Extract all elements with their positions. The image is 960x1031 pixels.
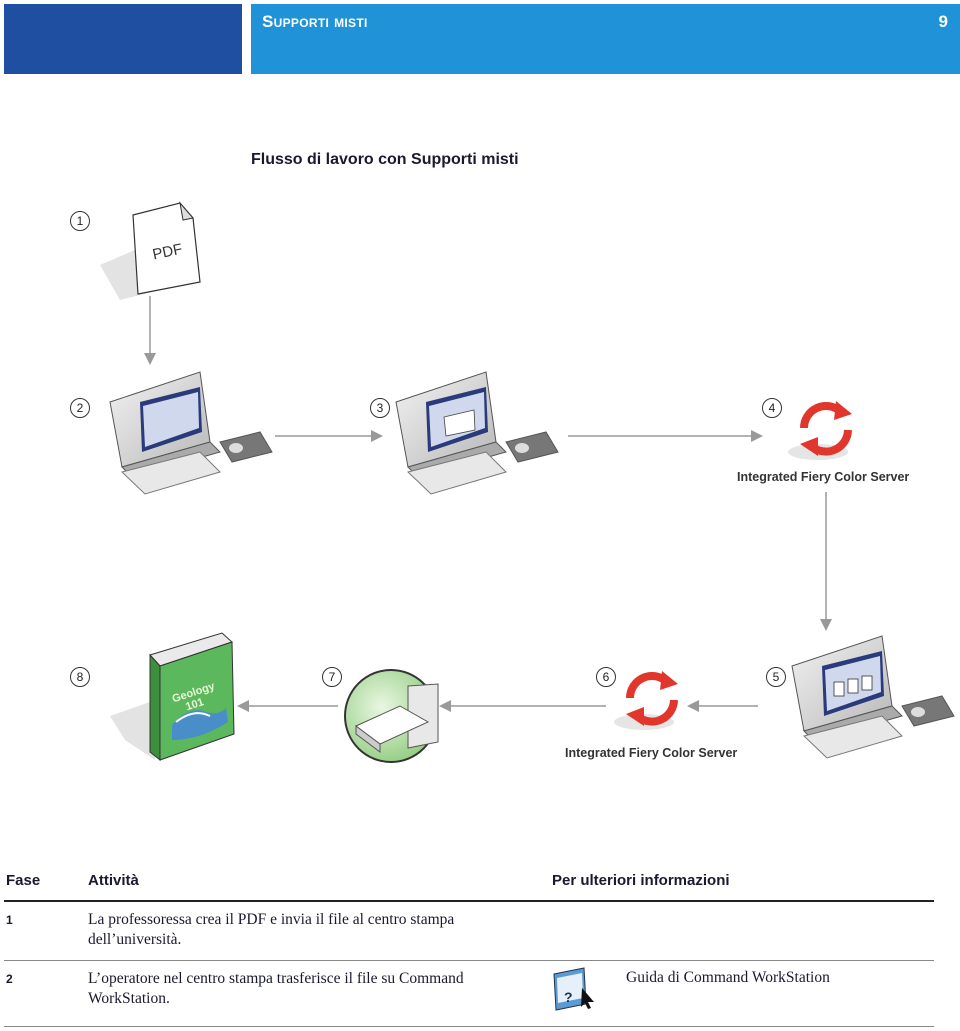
computer-icon-step2 — [109, 371, 273, 495]
computer-icon-step5 — [791, 635, 955, 759]
table-row-2-attivita: L’operatore nel centro stampa trasferisc… — [88, 970, 464, 1007]
table-row-1-fase: 1 — [6, 913, 13, 927]
printer-output-icon — [344, 669, 439, 763]
svg-text:?: ? — [564, 989, 573, 1005]
geology-book-icon — [110, 632, 235, 762]
fiery-cycle-icon-bottom — [614, 671, 678, 730]
table-header-rule — [4, 900, 934, 902]
step-number-7: 7 — [322, 667, 342, 687]
computer-icon-step3 — [395, 371, 559, 495]
table-row-2-fase: 2 — [6, 972, 13, 986]
step-number-4: 4 — [762, 398, 782, 418]
table-row-divider — [4, 960, 934, 961]
fiery-cycle-icon-top — [788, 401, 852, 460]
help-book-icon: ? — [553, 967, 594, 1011]
header-left-block — [4, 4, 242, 74]
table-header-attivita: Attività — [88, 872, 139, 889]
step-number-6: 6 — [596, 667, 616, 687]
section-title: Supporti misti — [262, 12, 368, 31]
table-row-1-attivita: La professoressa crea il PDF e invia il … — [88, 911, 455, 948]
server-label-top: Integrated Fiery Color Server — [737, 470, 910, 484]
table-header-info: Per ulteriori informazioni — [552, 872, 730, 889]
step-number-5: 5 — [766, 667, 786, 687]
diagram-title: Flusso di lavoro con Supporti misti — [251, 151, 519, 168]
pdf-document-icon: PDF — [100, 201, 201, 300]
step-number-3: 3 — [370, 398, 390, 418]
svg-text:PDF: PDF — [151, 241, 184, 264]
table-header-fase: Fase — [6, 872, 41, 889]
server-label-bottom: Integrated Fiery Color Server — [565, 746, 738, 760]
book-title-line2: 101 — [184, 696, 205, 713]
step-number-1: 1 — [70, 211, 90, 231]
page-number: 9 — [938, 12, 948, 31]
step-number-8: 8 — [70, 667, 90, 687]
header-right-block — [251, 4, 960, 74]
table-row-2-info-link[interactable]: Guida di Command WorkStation — [626, 969, 830, 986]
step-number-2: 2 — [70, 398, 90, 418]
table-bottom-rule — [4, 1026, 934, 1027]
